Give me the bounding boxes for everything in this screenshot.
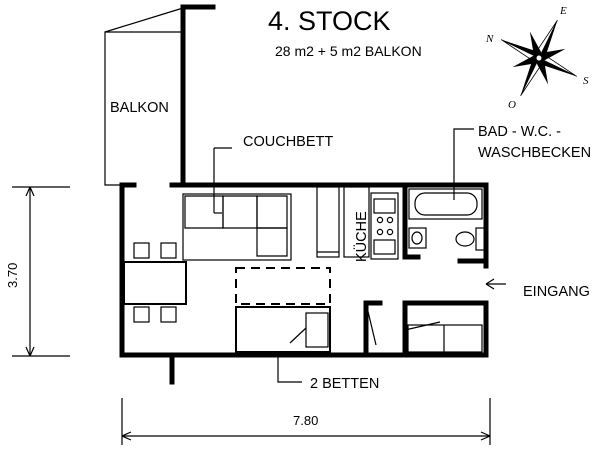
walls	[119, 4, 489, 385]
dining-table	[123, 242, 187, 323]
compass-west: O	[508, 99, 516, 111]
kueche-label: KÜCHE	[352, 211, 370, 262]
stove	[370, 192, 399, 260]
compass-north: N	[485, 33, 494, 45]
betten-label: 2 BETTEN	[310, 376, 379, 392]
entrance-door	[365, 278, 506, 346]
eingang-label: EINGANG	[523, 284, 590, 300]
balkon-label: BALKON	[110, 100, 169, 116]
width-value: 7.80	[293, 413, 318, 428]
toilet	[455, 227, 486, 251]
height-dimension	[12, 186, 70, 357]
height-value: 3.70	[5, 263, 20, 288]
washbasin	[408, 227, 427, 249]
width-dimension	[121, 398, 491, 445]
wardrobe	[407, 324, 483, 353]
compass-rose-icon	[501, 20, 577, 96]
couchbett-label: COUCHBETT	[243, 134, 333, 150]
area-subtitle: 28 m2 + 5 m2 BALKON	[275, 43, 422, 59]
bad-label-2: WASCHBECKEN	[478, 145, 591, 161]
floor-title: 4. STOCK	[268, 6, 391, 36]
balcony	[104, 7, 184, 186]
bad-label-1: BAD - W.C. -	[478, 124, 561, 140]
couch-bed	[182, 147, 292, 261]
beds	[235, 267, 331, 383]
bathtub	[408, 188, 483, 220]
compass-east: E	[559, 5, 567, 17]
bad-leader	[453, 128, 474, 200]
kitchen-counter	[316, 186, 370, 258]
compass-south: S	[583, 75, 589, 87]
